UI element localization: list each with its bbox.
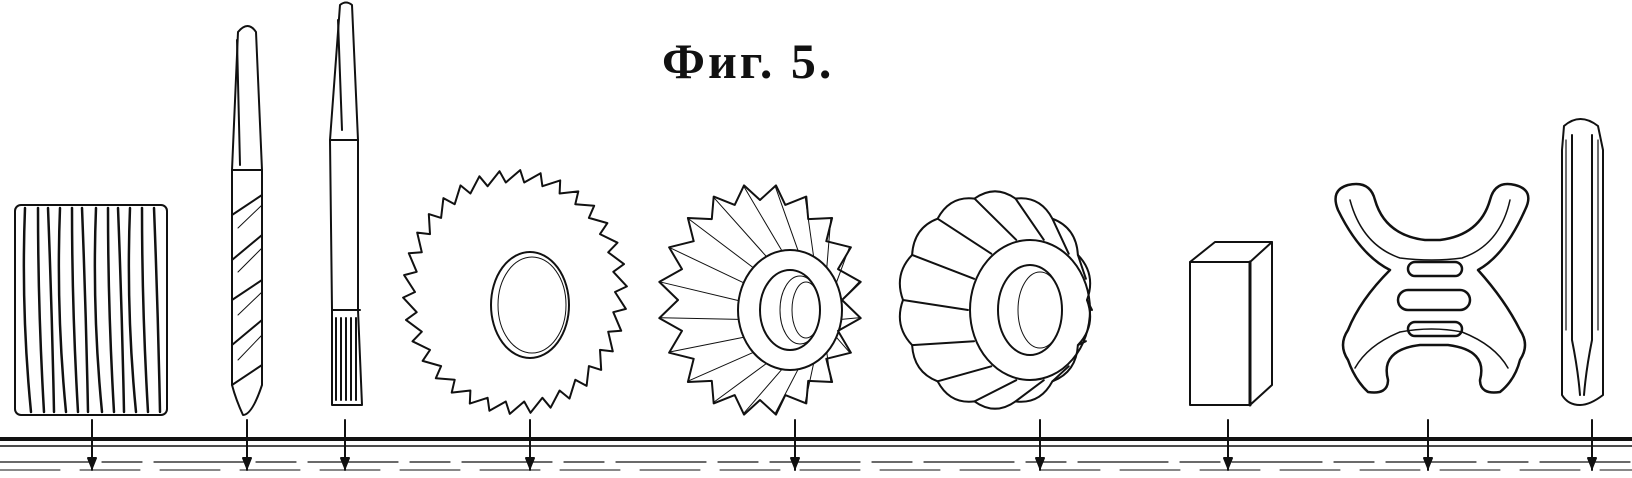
twist-drill [231, 25, 263, 416]
axis-markers [87, 419, 1597, 471]
angular-toothed-cutter [658, 184, 862, 416]
reamer [329, 1, 363, 406]
fluted-cylinder [14, 204, 168, 416]
fluted-rod [1561, 118, 1604, 406]
form-cutter [898, 190, 1093, 410]
saw-disc-cutter [402, 169, 628, 415]
x-shaped-fixture [1334, 182, 1530, 394]
figure-caption: Фиг. 5. [662, 33, 835, 89]
base-ruler [0, 437, 1632, 471]
rectangular-block [1189, 241, 1273, 407]
